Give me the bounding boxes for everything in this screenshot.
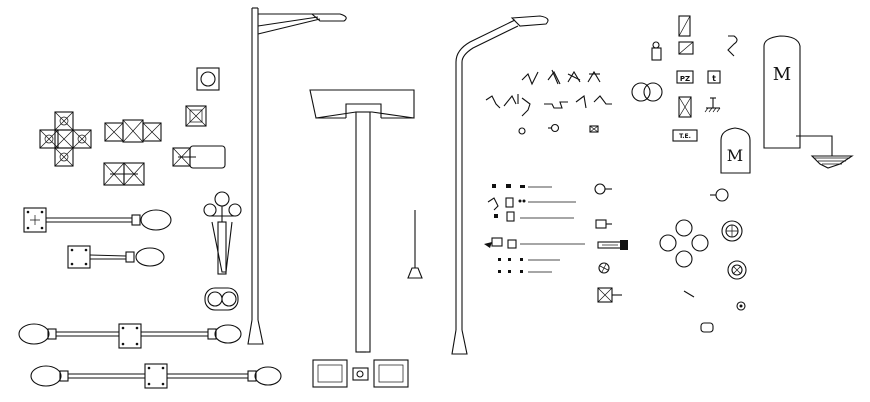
four-way-luminaire-symbol (39, 111, 92, 167)
tag-pz: PZ (680, 75, 690, 83)
tag-t: t (712, 74, 716, 83)
transformer-symbol (631, 41, 663, 102)
double-luminaire-symbol (103, 162, 145, 186)
bollard-light (407, 210, 423, 279)
motor-small: M (720, 127, 751, 174)
floodlight-symbol (172, 145, 226, 169)
tag-te: T.E. (679, 133, 691, 140)
legend-rows (484, 184, 585, 273)
motor-label-small: M (727, 146, 743, 165)
street-light-pole-single-arm (247, 7, 347, 345)
motor-label-large: M (773, 64, 791, 85)
equipment-tags: PZ t T.E. (672, 15, 738, 142)
motor-large: M (763, 35, 854, 169)
switch-symbol-group (485, 69, 612, 135)
street-light-pole-double-head (309, 89, 415, 388)
globe-cluster-lamp (203, 191, 242, 311)
fitting-symbols (594, 183, 628, 303)
twin-bracket-lamp-1 (18, 323, 242, 349)
triple-luminaire-symbol (104, 119, 162, 143)
wall-bracket-lamp-1 (23, 207, 172, 233)
twin-bracket-lamp-2 (30, 363, 282, 389)
four-globe-cluster (659, 188, 747, 333)
wall-bracket-lamp-2 (67, 245, 165, 269)
street-light-pole-curved (451, 15, 549, 355)
square-recessed-light-symbol (185, 67, 220, 127)
